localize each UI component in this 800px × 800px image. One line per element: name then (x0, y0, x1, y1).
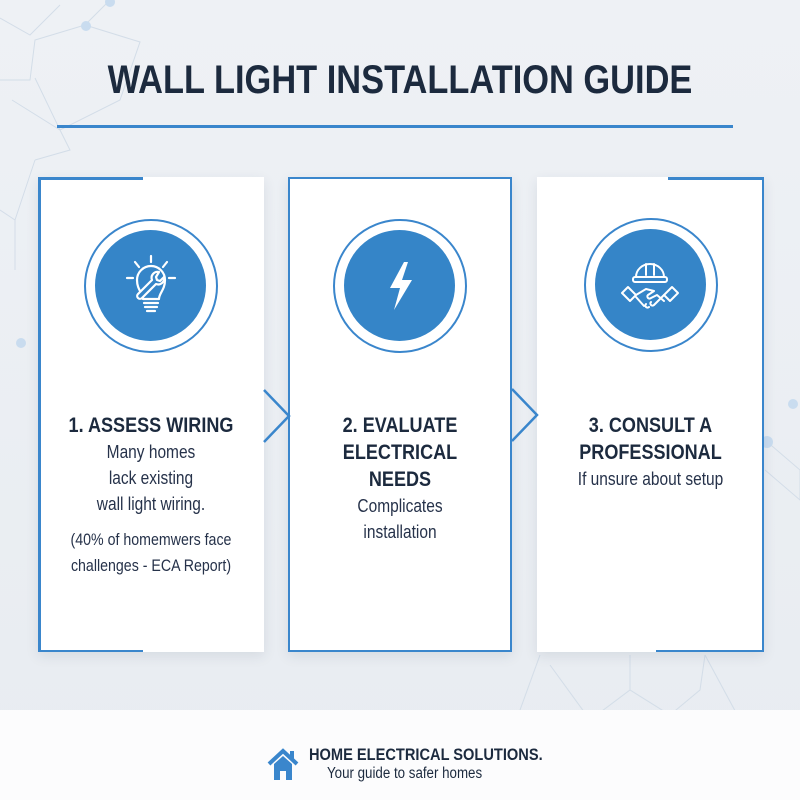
step-card-2: 2. EVALUATE ELECTRICAL NEEDS Complicates… (288, 177, 512, 652)
step-heading: NEEDS (368, 468, 432, 491)
card-border-bottom (38, 649, 143, 652)
lightning-bolt-icon (344, 230, 455, 341)
title-underline (57, 125, 733, 128)
step-body-line: If unsure about setup (577, 469, 724, 489)
step-body-line: Complicates (357, 496, 443, 516)
step-card-1: 1. ASSESS WIRING Many homes lack existin… (38, 177, 264, 652)
step-body-line: installation (363, 522, 437, 542)
card-border-left (38, 177, 41, 652)
brand-name: HOME ELECTRICAL SOLUTIONS. (309, 745, 543, 764)
card-border-bottom (656, 649, 764, 652)
step-heading: 3. CONSULT A (588, 414, 713, 437)
brand: HOME ELECTRICAL SOLUTIONS. Your guide to… (265, 745, 581, 783)
step-note-line: challenges - ECA Report) (70, 557, 232, 575)
step-heading: PROFESSIONAL (579, 441, 722, 464)
house-icon (267, 748, 299, 780)
hardhat-handshake-icon (594, 229, 706, 340)
step-icon-ring (84, 219, 218, 353)
step-heading: 2. EVALUATE (342, 414, 458, 437)
lightbulb-wrench-icon (95, 230, 206, 341)
chevron-right-icon (263, 389, 291, 443)
chevron-right-icon (511, 388, 539, 442)
step-2-text: 2. EVALUATE ELECTRICAL NEEDS Complicates… (290, 412, 510, 545)
card-border-top (38, 177, 143, 180)
step-body-line: wall light wiring. (96, 494, 206, 514)
step-1-text: 1. ASSESS WIRING Many homes lack existin… (38, 412, 264, 579)
step-card-3: 3. CONSULT A PROFESSIONAL If unsure abou… (537, 177, 764, 652)
card-border-right (761, 177, 764, 652)
footer: HOME ELECTRICAL SOLUTIONS. Your guide to… (0, 710, 800, 800)
page-title: WALL LIGHT INSTALLATION GUIDE (107, 58, 693, 102)
step-heading: 1. ASSESS WIRING (68, 414, 234, 437)
step-icon-ring (583, 218, 718, 352)
step-note-line: (40% of homemwers face (70, 531, 232, 549)
step-icon-ring (333, 219, 467, 353)
background-network-pattern (0, 0, 800, 710)
step-body-line: lack existing (108, 468, 194, 488)
brand-tagline: Your guide to safer homes (327, 765, 483, 782)
step-heading: ELECTRICAL (342, 441, 458, 464)
card-border-top (668, 177, 764, 180)
step-body-line: Many homes (106, 442, 196, 462)
step-3-text: 3. CONSULT A PROFESSIONAL If unsure abou… (537, 412, 764, 492)
